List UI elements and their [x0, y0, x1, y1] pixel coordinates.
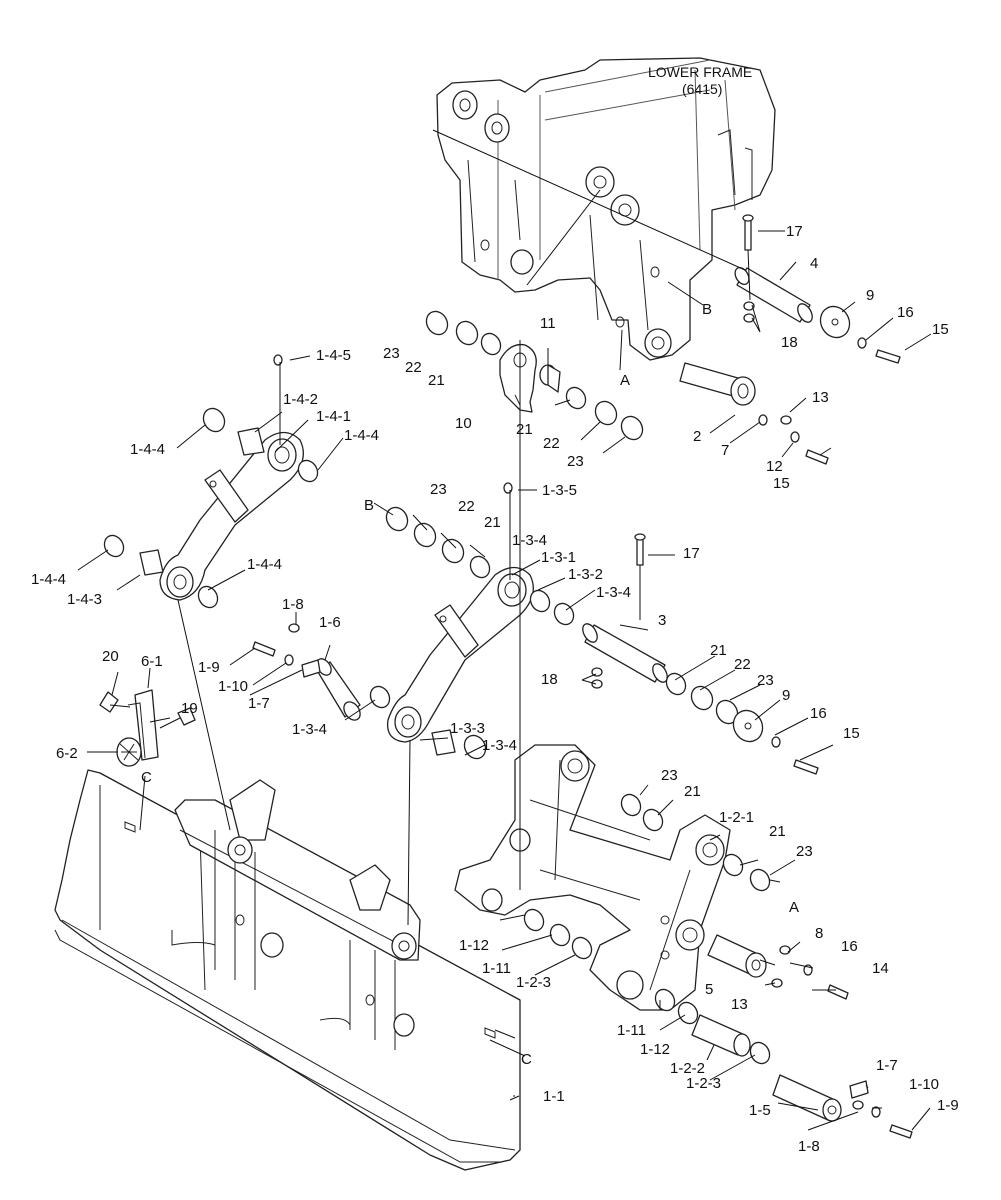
label-1-4-4: 1-4-4: [130, 441, 165, 458]
label-1-9: 1-9: [198, 659, 220, 676]
label-a: A: [789, 899, 799, 916]
label-23: 23: [757, 672, 774, 689]
label-3: 3: [658, 612, 666, 629]
label-13: 13: [731, 996, 748, 1013]
label-15: 15: [932, 321, 949, 338]
label-12: 12: [766, 458, 783, 475]
label-23: 23: [430, 481, 447, 498]
label-7: 7: [721, 442, 729, 459]
frame-title: LOWER FRAME: [648, 64, 752, 80]
label-1-3-2: 1-3-2: [568, 566, 603, 583]
label-17: 17: [786, 223, 803, 240]
label-15: 15: [773, 475, 790, 492]
label-1-3-4: 1-3-4: [482, 737, 517, 754]
lower-frame: [436, 57, 776, 361]
label-1-7: 1-7: [876, 1057, 898, 1074]
label-1-8: 1-8: [798, 1138, 820, 1155]
pins: [316, 266, 842, 1122]
frame-code: (6415): [682, 81, 722, 97]
label-1-3-4: 1-3-4: [512, 532, 547, 549]
label-2: 2: [693, 428, 701, 445]
label-4: 4: [810, 255, 818, 272]
label-21: 21: [484, 514, 501, 531]
small-parts: [99, 214, 913, 1139]
label-a: A: [620, 372, 630, 389]
label-6-2: 6-2: [56, 745, 78, 762]
label-8: 8: [815, 925, 823, 942]
label-1-4-4: 1-4-4: [247, 556, 282, 573]
label-22: 22: [405, 359, 422, 376]
label-1-6: 1-6: [319, 614, 341, 631]
push-frame: [454, 744, 731, 1011]
label-16: 16: [810, 705, 827, 722]
label-23: 23: [661, 767, 678, 784]
label-6-1: 6-1: [141, 653, 163, 670]
label-16: 16: [897, 304, 914, 321]
label-1-2-1: 1-2-1: [719, 809, 754, 826]
label-1-10: 1-10: [909, 1076, 939, 1093]
label-1-8: 1-8: [282, 596, 304, 613]
label-19: 19: [181, 700, 198, 717]
label-1-3-3: 1-3-3: [450, 720, 485, 737]
label-21: 21: [710, 642, 727, 659]
arm-lower: [386, 566, 534, 743]
bracket-10: [499, 343, 537, 413]
label-c: C: [141, 769, 152, 786]
label-10: 10: [455, 415, 472, 432]
label-1-4-4: 1-4-4: [31, 571, 66, 588]
label-1-2-3: 1-2-3: [686, 1075, 721, 1092]
label-1-4-5: 1-4-5: [316, 347, 351, 364]
label-1-1: 1-1: [543, 1088, 565, 1105]
label-1-4-4: 1-4-4: [344, 427, 379, 444]
label-c: C: [521, 1051, 532, 1068]
label-1-7: 1-7: [248, 695, 270, 712]
label-b: B: [702, 301, 712, 318]
label-1-12: 1-12: [640, 1041, 670, 1058]
label-1-2-2: 1-2-2: [670, 1060, 705, 1077]
label-1-3-1: 1-3-1: [541, 549, 576, 566]
label-1-4-3: 1-4-3: [67, 591, 102, 608]
arm-upper: [159, 431, 304, 601]
blade: [54, 769, 521, 1171]
label-18: 18: [541, 671, 558, 688]
label-22: 22: [458, 498, 475, 515]
label-1-12: 1-12: [459, 937, 489, 954]
label-21: 21: [516, 421, 533, 438]
label-9: 9: [866, 287, 874, 304]
labels: LOWER FRAME (6415) 17 4 9 16 15 18 B A 1…: [31, 64, 959, 1155]
label-1-4-1: 1-4-1: [316, 408, 351, 425]
label-13: 13: [812, 389, 829, 406]
label-1-4-2: 1-4-2: [283, 391, 318, 408]
label-22: 22: [734, 656, 751, 673]
label-11: 11: [540, 315, 556, 332]
label-1-5: 1-5: [749, 1102, 771, 1119]
label-1-11: 1-11: [617, 1022, 646, 1039]
label-1-11: 1-11: [482, 960, 511, 977]
leader-lines: [77, 129, 932, 1131]
label-1-3-4: 1-3-4: [292, 721, 327, 738]
label-23: 23: [796, 843, 813, 860]
label-22: 22: [543, 435, 560, 452]
label-23: 23: [567, 453, 584, 470]
label-20: 20: [102, 648, 119, 665]
label-1-3-4: 1-3-4: [596, 584, 631, 601]
label-18: 18: [781, 334, 798, 351]
label-15: 15: [843, 725, 860, 742]
label-1-3-5: 1-3-5: [542, 482, 577, 499]
label-17: 17: [683, 545, 700, 562]
label-5: 5: [705, 981, 713, 998]
label-1-9: 1-9: [937, 1097, 959, 1114]
label-1-10: 1-10: [218, 678, 248, 695]
label-9: 9: [782, 687, 790, 704]
label-21: 21: [769, 823, 786, 840]
label-14: 14: [872, 960, 889, 977]
label-23: 23: [383, 345, 400, 362]
label-b: B: [364, 497, 374, 514]
label-1-2-3: 1-2-3: [516, 974, 551, 991]
label-16: 16: [841, 938, 858, 955]
label-21: 21: [428, 372, 445, 389]
label-21: 21: [684, 783, 701, 800]
